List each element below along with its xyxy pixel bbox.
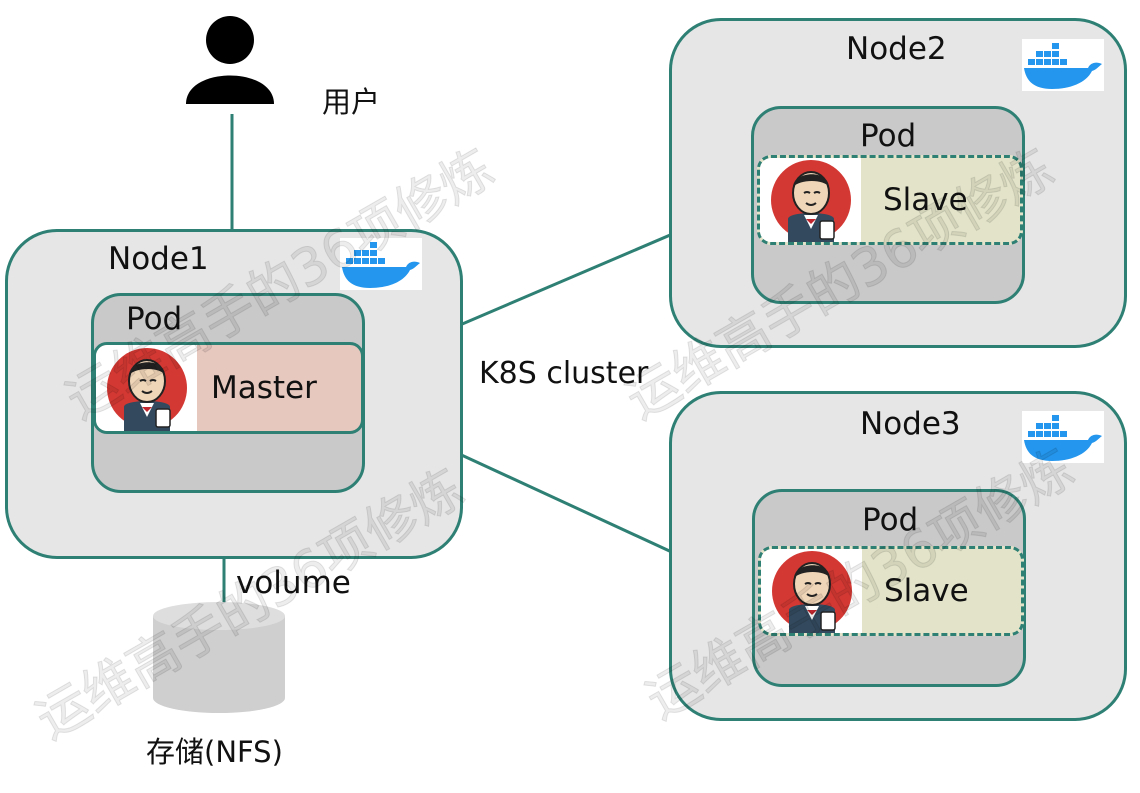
node2-slave-container: Slave xyxy=(757,155,1023,245)
node3-slave-container: Slave xyxy=(758,546,1024,636)
volume-label: volume xyxy=(236,565,351,601)
node2-pod-label: Pod xyxy=(860,118,917,154)
node3-slave-label: Slave xyxy=(884,573,969,609)
cluster-label: K8S cluster xyxy=(479,356,649,391)
node1-label: Node1 xyxy=(108,241,209,277)
node2-slave-label: Slave xyxy=(883,182,968,218)
storage-cylinder-icon xyxy=(151,600,287,715)
user-icon xyxy=(172,4,287,114)
jenkins-butler-icon xyxy=(761,549,862,633)
docker-whale-icon xyxy=(1022,411,1104,463)
node1-pod-label: Pod xyxy=(126,301,183,337)
user-label: 用户 xyxy=(322,85,381,119)
master-container: Master xyxy=(93,342,364,434)
storage-label: 存储(NFS) xyxy=(146,735,283,769)
node2-label: Node2 xyxy=(846,31,947,67)
docker-whale-icon xyxy=(340,238,422,290)
master-label: Master xyxy=(211,370,317,406)
jenkins-butler-icon xyxy=(96,345,197,431)
docker-whale-icon xyxy=(1022,39,1104,91)
jenkins-butler-icon xyxy=(760,158,861,242)
node3-pod-label: Pod xyxy=(862,502,919,538)
node3-label: Node3 xyxy=(860,406,961,442)
